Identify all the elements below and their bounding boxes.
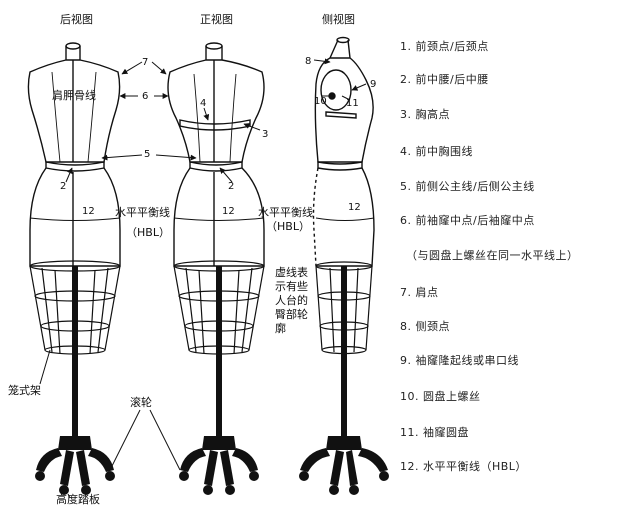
legend-item: 11. 袖窿圆盘 [400, 426, 469, 439]
legend-item: 5. 前侧公主线/后侧公主线 [400, 180, 535, 193]
side-view-stand [299, 266, 389, 495]
legend-item: 7. 肩点 [400, 286, 439, 299]
callout-lines [39, 58, 367, 499]
shoulder-blade-label: 肩胛骨线 [52, 89, 96, 102]
legend-item: 8. 侧颈点 [400, 320, 450, 333]
legend-note: （与圆盘上螺丝在同一水平线上） [406, 249, 579, 262]
dashed-line-note: 虚线表示有些人台的臀部轮廓 [275, 266, 308, 335]
legend-item: 9. 袖窿隆起线或串口线 [400, 354, 519, 367]
back-view-title: 后视图 [60, 13, 93, 26]
callout-9: 9 [370, 79, 377, 90]
hbl-front-abbr: （HBL） [266, 220, 310, 233]
hbl-front-label: 水平平衡线 [258, 206, 313, 219]
legend-item: 12. 水平平衡线（HBL） [400, 460, 527, 473]
legend-item: 6. 前袖窿中点/后袖窿中点 [400, 214, 535, 227]
callout-4: 4 [200, 98, 207, 109]
callout-7: 7 [142, 57, 149, 68]
callout-10: 10 [314, 96, 327, 107]
callout-12-back: 12 [82, 206, 95, 217]
legend-item: 2. 前中腰/后中腰 [400, 73, 489, 86]
back-view-stand [35, 266, 115, 495]
callout-5: 5 [144, 149, 151, 160]
callout-11: 11 [346, 98, 359, 109]
callout-2-front: 2 [228, 181, 235, 192]
legend: 1. 前颈点/后颈点 2. 前中腰/后中腰 3. 胸高点 4. 前中胸围线 5.… [400, 0, 640, 514]
side-view-title: 侧视图 [322, 13, 355, 26]
callout-12-front: 12 [222, 206, 235, 217]
front-view-title: 正视图 [200, 13, 233, 26]
callout-6: 6 [142, 91, 149, 102]
legend-item: 10. 圆盘上螺丝 [400, 390, 481, 403]
cage-stand-label: 笼式架 [8, 384, 41, 397]
pedal-label: 高度踏板 [56, 493, 100, 506]
callout-3: 3 [262, 129, 269, 140]
legend-item: 1. 前颈点/后颈点 [400, 40, 489, 53]
casters-label: 滚轮 [130, 396, 152, 409]
legend-item: 4. 前中胸围线 [400, 145, 473, 158]
callout-8: 8 [305, 56, 312, 67]
hbl-back-abbr: （HBL） [126, 226, 170, 239]
legend-item: 3. 胸高点 [400, 108, 450, 121]
hbl-back-label: 水平平衡线 [115, 206, 170, 219]
callout-2-back: 2 [60, 181, 67, 192]
callout-12-side: 12 [348, 202, 361, 213]
front-view-stand [179, 266, 259, 495]
